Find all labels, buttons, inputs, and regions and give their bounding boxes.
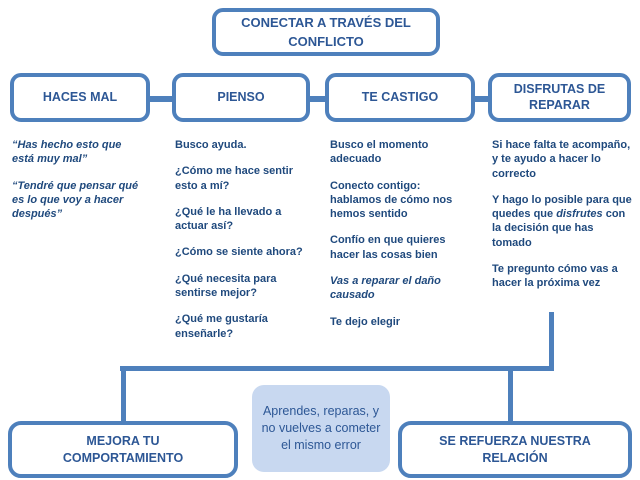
note-paragraph: “Tendré que pensar qué es lo que voy a h… xyxy=(12,179,139,221)
note-paragraph: Si hace falta te acompaño, y te ayudo a … xyxy=(492,139,631,180)
note-paragraph: ¿Qué me gustaría enseñarle? xyxy=(175,313,268,340)
line-drop-right xyxy=(508,369,513,423)
column-haces-mal-notes: “Has hecho esto que está muy mal” “Tendr… xyxy=(12,138,146,233)
column-te-castigo-notes: Busco el momento adecuado Conecto contig… xyxy=(330,138,472,341)
stage-box-te-castigo: TE CASTIGO xyxy=(325,73,475,122)
note-paragraph: ¿Qué le ha llevado a actuar así? xyxy=(175,205,282,233)
note-paragraph: Te dejo elegir xyxy=(330,315,401,328)
line-disfrutas-down xyxy=(549,312,554,370)
note-paragraph: Y hago lo posible para que quedes que di… xyxy=(492,193,632,249)
learning-note-box: Aprendes, reparas, y no vuelves a comete… xyxy=(252,385,390,472)
stage-box-haces-mal: HACES MAL xyxy=(10,73,150,122)
outcome-box-refuerza-relacion: SE REFUERZA NUESTRA RELACIÓN xyxy=(398,421,632,478)
stage-label: HACES MAL xyxy=(42,89,118,104)
column-disfrutas-notes: Si hace falta te acompaño, y te ayudo a … xyxy=(492,138,633,303)
title-label: CONECTAR A TRAVÉS DEL CONFLICTO xyxy=(241,14,411,50)
note-paragraph: Conecto contigo: hablamos de cómo nos he… xyxy=(330,179,453,221)
learning-note-label: Aprendes, reparas, y no vuelves a comete… xyxy=(261,404,381,452)
note-paragraph: ¿Cómo me hace sentir esto a mí? xyxy=(175,165,293,192)
outcome-label: MEJORA TU COMPORTAMIENTO xyxy=(62,433,184,465)
stage-label: DISFRUTAS DE REPARAR xyxy=(513,81,606,112)
column-pienso-notes: Busco ayuda. ¿Cómo me hace sentir esto a… xyxy=(175,138,317,353)
outcome-box-mejora-comportamiento: MEJORA TU COMPORTAMIENTO xyxy=(8,421,238,478)
stage-label: TE CASTIGO xyxy=(361,89,439,104)
note-paragraph: “Has hecho esto que está muy mal” xyxy=(12,139,122,166)
note-paragraph: Busco ayuda. xyxy=(175,139,247,151)
connector-te-castigo-disfrutas xyxy=(473,96,490,102)
outcome-label: SE REFUERZA NUESTRA RELACIÓN xyxy=(439,433,591,465)
note-paragraph: Te pregunto cómo vas a hacer la próxima … xyxy=(492,263,618,290)
line-horizontal-main xyxy=(120,366,554,371)
note-paragraph: Confío en que quieres hacer las cosas bi… xyxy=(330,234,446,261)
note-paragraph: Busco el momento adecuado xyxy=(330,139,429,166)
stage-box-disfrutas-de-reparar: DISFRUTAS DE REPARAR xyxy=(488,73,631,122)
note-paragraph: ¿Qué necesita para sentirse mejor? xyxy=(175,272,277,300)
note-paragraph: Vas a reparar el daño causado xyxy=(330,275,441,302)
stage-box-pienso: PIENSO xyxy=(172,73,310,122)
stage-label: PIENSO xyxy=(217,89,265,104)
connector-haces-mal-pienso xyxy=(148,96,174,102)
connector-pienso-te-castigo xyxy=(308,96,327,102)
note-paragraph: ¿Cómo se siente ahora? xyxy=(175,246,303,259)
line-drop-left xyxy=(121,369,126,423)
title-box: CONECTAR A TRAVÉS DEL CONFLICTO xyxy=(212,8,440,56)
